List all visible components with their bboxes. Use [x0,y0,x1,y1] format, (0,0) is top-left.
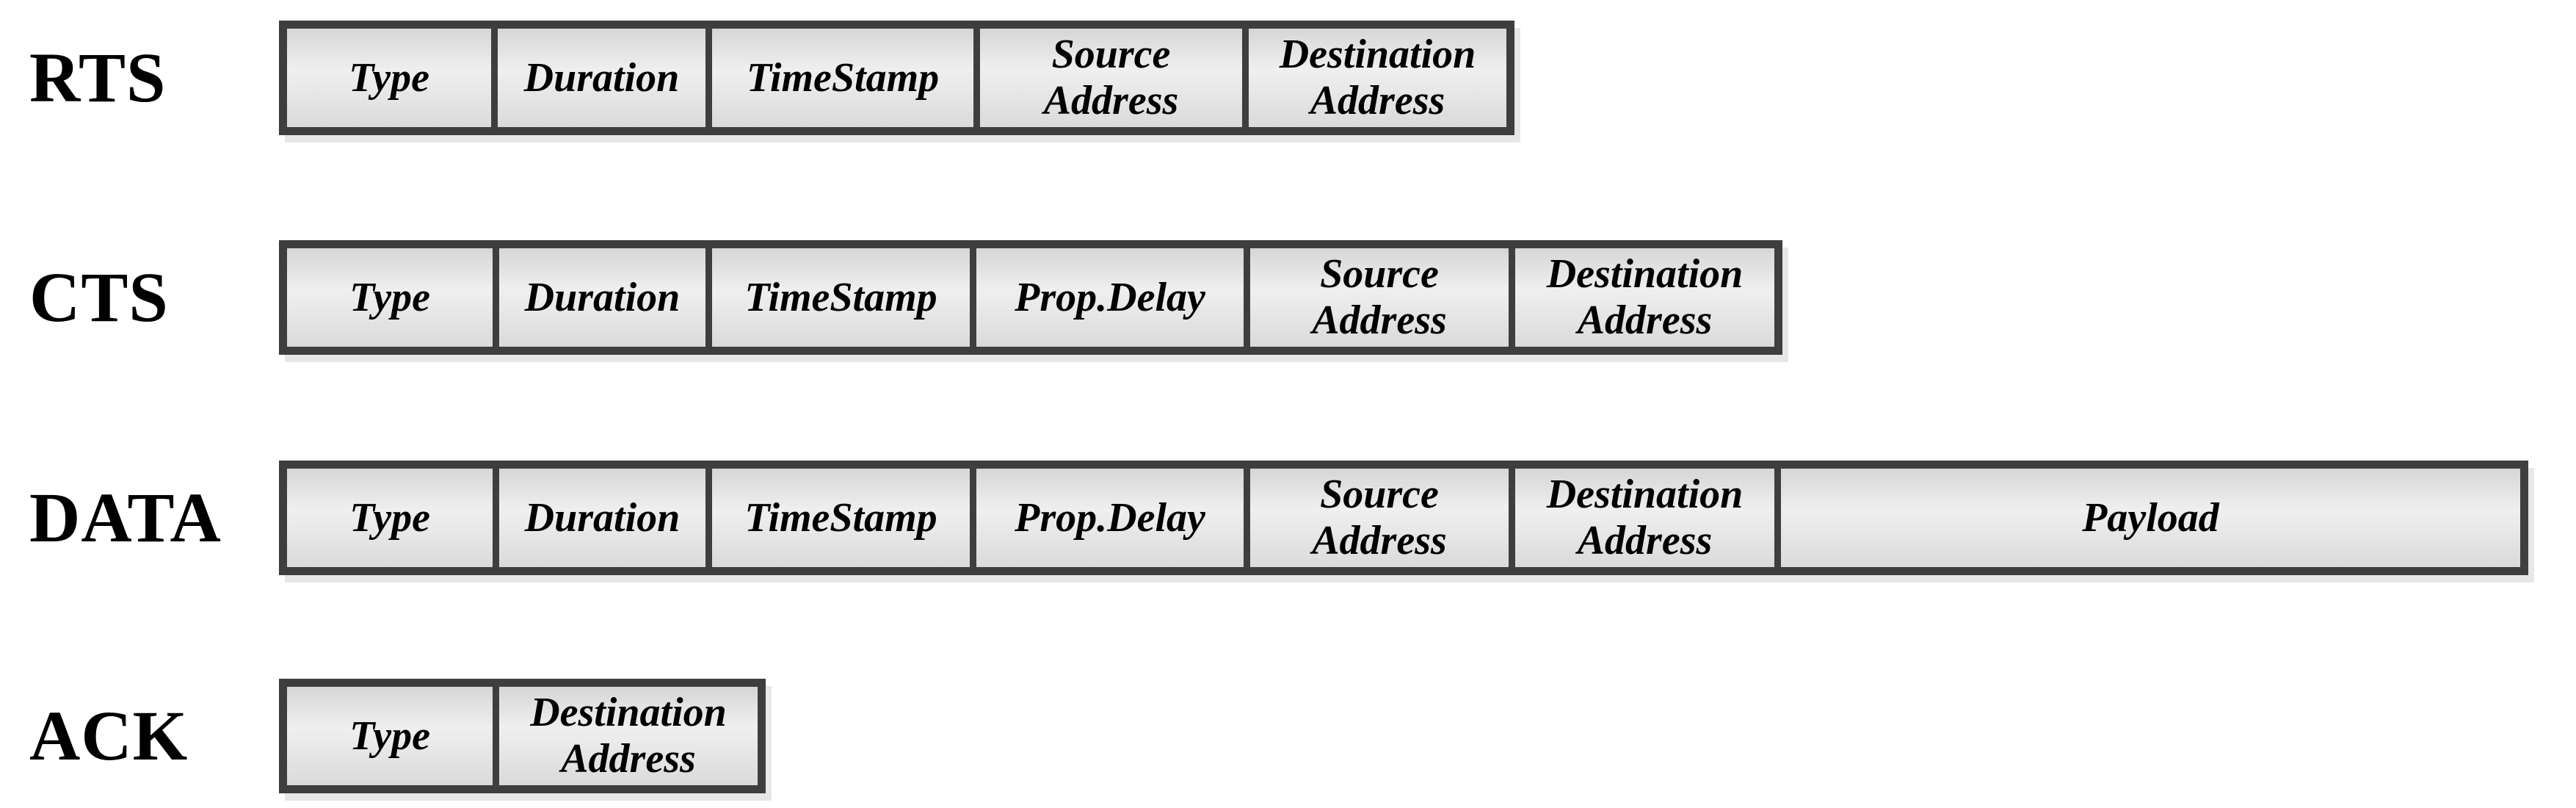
field-cell-cts-timestamp: TimeStamp [712,248,970,347]
field-cell-cts-source-address: Source Address [1250,248,1509,347]
field-cell-rts-type: Type [287,29,491,127]
field-cell-cts-type: Type [287,248,493,347]
field-cell-rts-timestamp: TimeStamp [712,29,973,127]
field-cell-cts-destination-address: Destination Address [1515,248,1774,347]
field-cell-data-payload: Payload [1781,469,2520,567]
frame-label-data: DATA [29,478,222,557]
field-cell-rts-source-address: Source Address [980,29,1242,127]
field-cell-ack-destination-address: Destination Address [499,687,758,785]
field-cell-data-duration: Duration [499,469,705,567]
frame-label-ack: ACK [29,696,189,775]
field-cell-cts-duration: Duration [499,248,705,347]
field-cell-rts-destination-address: Destination Address [1249,29,1506,127]
frame-label-rts: RTS [29,38,167,117]
field-cell-data-prop-delay: Prop.Delay [976,469,1244,567]
field-cell-data-type: Type [287,469,493,567]
field-cell-data-source-address: Source Address [1250,469,1509,567]
field-cell-data-timestamp: TimeStamp [712,469,970,567]
field-cell-rts-duration: Duration [498,29,705,127]
field-cell-cts-prop-delay: Prop.Delay [976,248,1244,347]
field-cell-ack-type: Type [287,687,493,785]
frame-label-cts: CTS [29,258,169,336]
field-cell-data-destination-address: Destination Address [1515,469,1774,567]
